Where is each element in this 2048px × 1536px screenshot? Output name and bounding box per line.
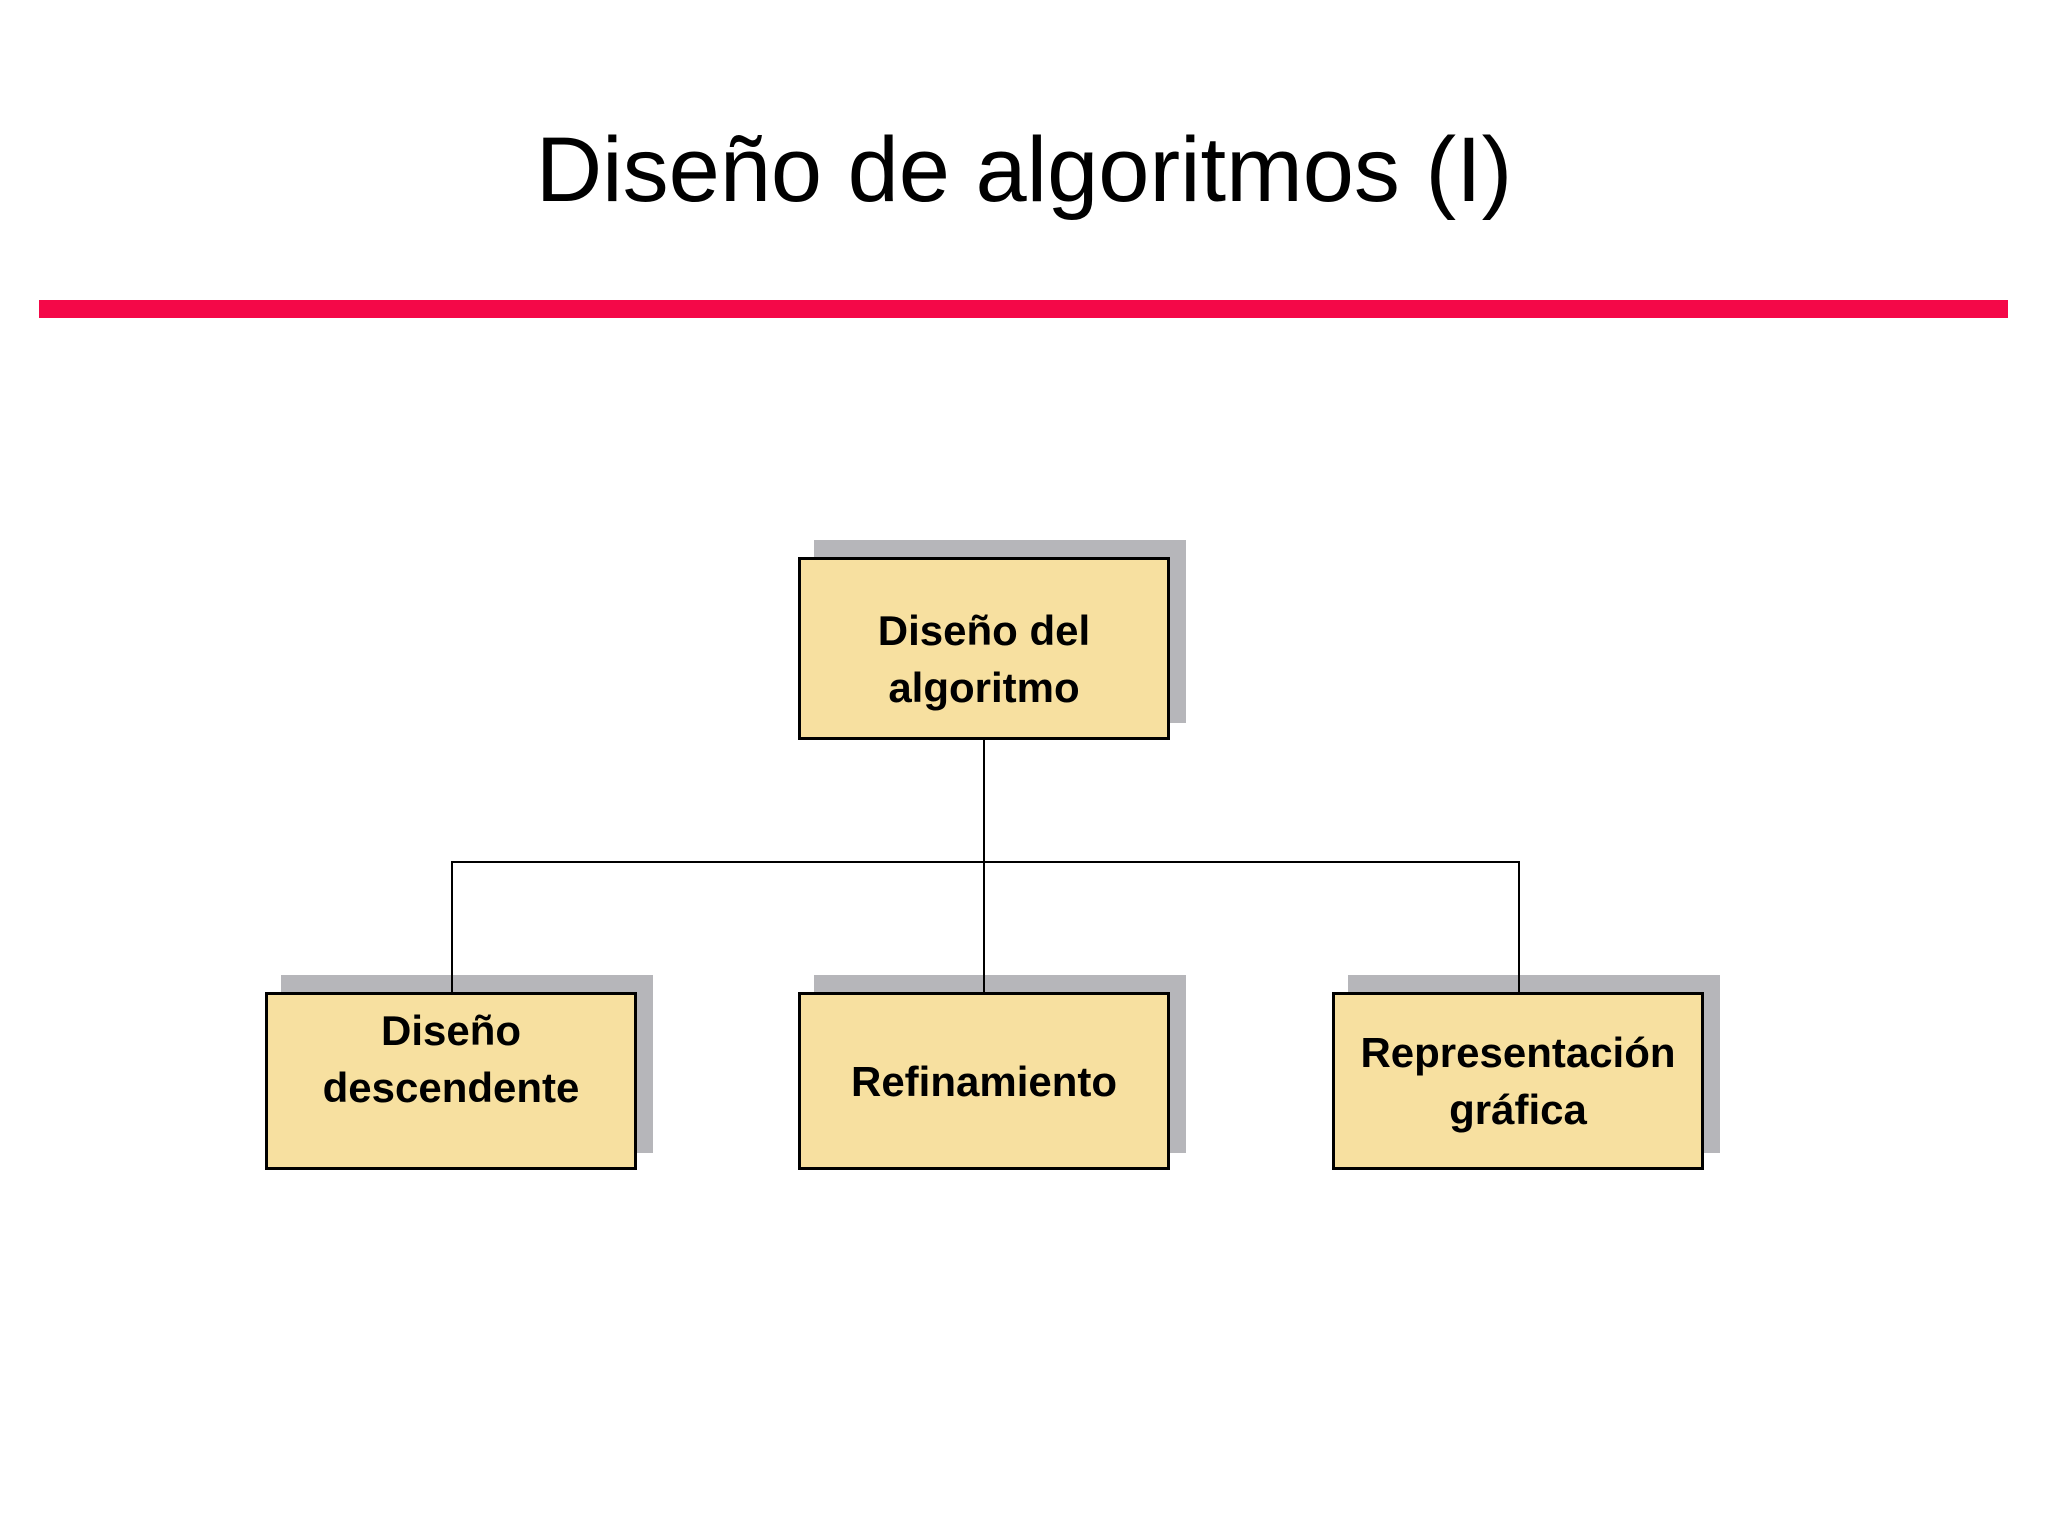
connector-root-stem <box>983 738 985 992</box>
node-label-line: algoritmo <box>888 663 1080 711</box>
node-diseno-descendente: Diseño descendente <box>265 992 637 1170</box>
node-label-line: Refinamiento <box>850 1057 1118 1105</box>
node-representacion-grafica: Representación gráfica <box>1332 992 1704 1170</box>
node-label-line: Diseño del <box>877 606 1091 654</box>
slide-title: Diseño de algoritmos (I) <box>535 119 1513 221</box>
node-label-line: gráfica <box>1449 1086 1587 1133</box>
title-divider-bar <box>39 300 2008 318</box>
node-refinamiento: Refinamiento <box>798 992 1170 1170</box>
connector-drop-right <box>1518 861 1520 992</box>
connector-horizontal-rail <box>451 861 1520 863</box>
node-diseno-del-algoritmo: Diseño del algoritmo <box>798 557 1170 740</box>
node-label-line: Representación <box>1360 1029 1676 1076</box>
node-label-line: descendente <box>322 1064 580 1111</box>
node-label-line: Diseño <box>380 1007 522 1054</box>
connector-drop-left <box>451 861 453 992</box>
